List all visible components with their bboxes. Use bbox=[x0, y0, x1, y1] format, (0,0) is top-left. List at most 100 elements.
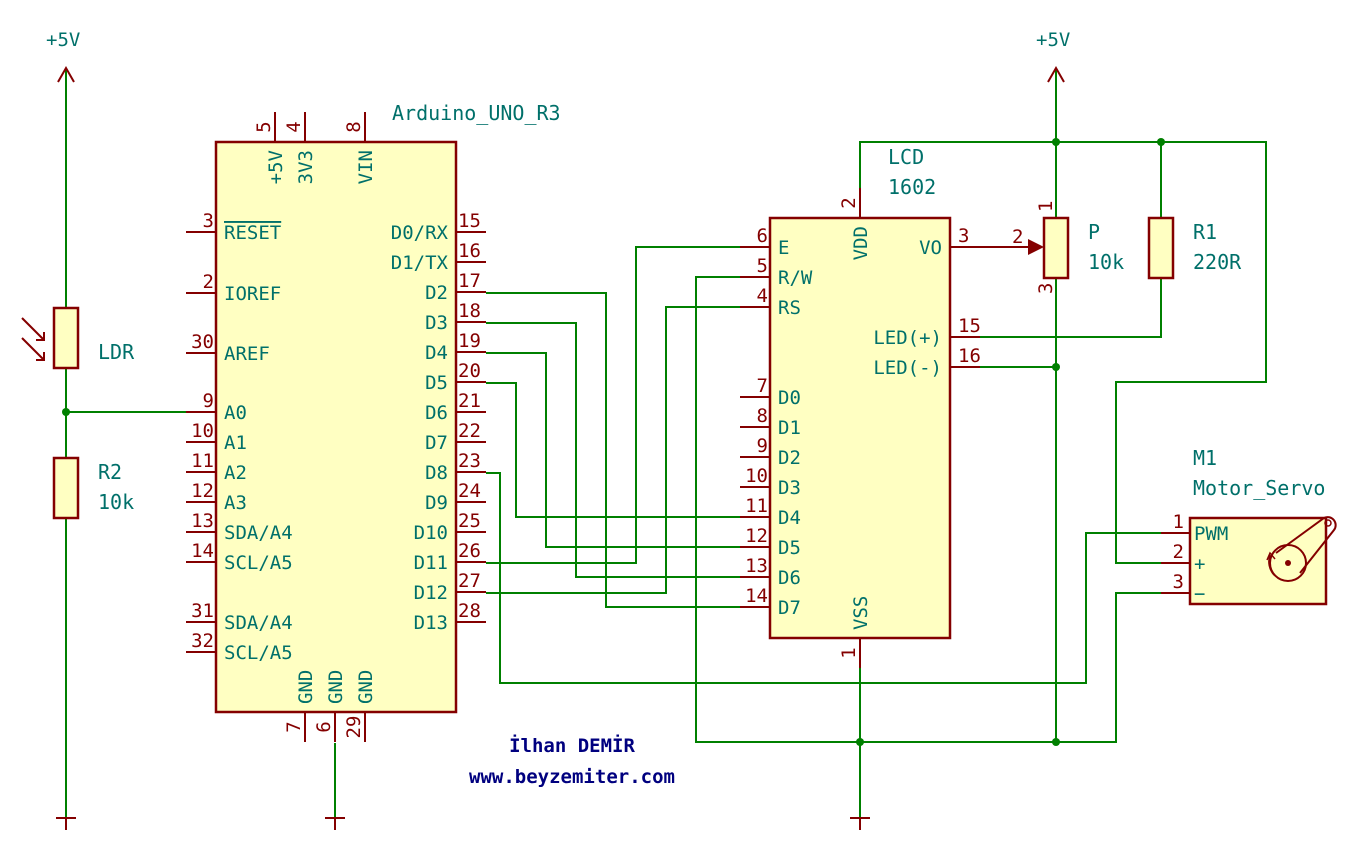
ldr-ref: LDR bbox=[98, 340, 135, 364]
r2-component: R2 10k bbox=[52, 456, 134, 520]
junction-dot bbox=[856, 738, 864, 746]
arduino-body bbox=[214, 140, 458, 714]
pin-name: SDA/A4 bbox=[224, 612, 293, 634]
pot-ref: P bbox=[1088, 220, 1100, 244]
r1-component: R1 220R bbox=[1147, 216, 1242, 280]
pin-number: 2 bbox=[838, 197, 860, 208]
lcd-pins: 6E5R/W4RS7D08D19D210D311D412D513D614D73V… bbox=[740, 188, 981, 668]
pin-name: D2 bbox=[425, 282, 448, 304]
pin-number: 1 bbox=[1035, 201, 1057, 212]
servo-ref: M1 bbox=[1193, 446, 1217, 470]
pin-name: D1 bbox=[778, 417, 801, 439]
power-label: +5V bbox=[1036, 29, 1070, 51]
pin-number: 4 bbox=[757, 285, 768, 307]
pin-number: 15 bbox=[958, 315, 981, 337]
ground-symbol-lcd bbox=[850, 817, 870, 830]
pin-number: 23 bbox=[458, 450, 481, 472]
pin-number: 29 bbox=[343, 716, 365, 739]
pin-number: 6 bbox=[757, 225, 768, 247]
pin-number: 12 bbox=[191, 480, 214, 502]
lcd-value: 1602 bbox=[888, 175, 936, 199]
pin-number: 3 bbox=[203, 210, 214, 232]
pin-name: D9 bbox=[425, 492, 448, 514]
pin-number: 10 bbox=[191, 420, 214, 442]
pin-number: 3 bbox=[1035, 283, 1057, 294]
website-credit: www.beyzemiter.com bbox=[469, 766, 675, 788]
r1-value: 220R bbox=[1193, 250, 1242, 274]
pin-number: 10 bbox=[745, 465, 768, 487]
ldr-component: LDR bbox=[21, 306, 135, 370]
pin-number: 30 bbox=[191, 331, 214, 353]
pin-name: VIN bbox=[355, 150, 377, 184]
pin-number: 3 bbox=[1173, 571, 1184, 593]
pin-name: D0/RX bbox=[391, 222, 449, 244]
pin-name: E bbox=[778, 237, 789, 259]
pin-number: 1 bbox=[1173, 511, 1184, 533]
pin-number: 24 bbox=[458, 480, 481, 502]
pin-number: 21 bbox=[458, 390, 481, 412]
pin-name: GND bbox=[355, 670, 377, 704]
pin-number: 25 bbox=[458, 510, 481, 532]
pin-number: 16 bbox=[458, 240, 481, 262]
r1-body bbox=[1147, 216, 1175, 280]
pin-number: 5 bbox=[757, 255, 768, 277]
r2-ref: R2 bbox=[98, 460, 122, 484]
pin-name: PWM bbox=[1194, 523, 1228, 545]
pin-name: D3 bbox=[425, 312, 448, 334]
pin-name: GND bbox=[295, 670, 317, 704]
pin-name: SCL/A5 bbox=[224, 552, 293, 574]
pin-number: 3 bbox=[958, 225, 969, 247]
pin-name: D12 bbox=[414, 582, 448, 604]
pin-name: − bbox=[1194, 583, 1205, 605]
pin-name: D3 bbox=[778, 477, 801, 499]
pin-name: D4 bbox=[778, 507, 801, 529]
pot-value: 10k bbox=[1088, 250, 1124, 274]
pin-number: 17 bbox=[458, 270, 481, 292]
junction-dot bbox=[62, 408, 70, 416]
pin-number: 14 bbox=[745, 585, 768, 607]
ground-symbol-ldr bbox=[56, 817, 76, 830]
power-5v-right: +5V bbox=[1036, 29, 1070, 83]
pin-name: RS bbox=[778, 297, 801, 319]
pin-name: D2 bbox=[778, 447, 801, 469]
pin-number: 27 bbox=[458, 570, 481, 592]
power-arrow-icon bbox=[1047, 65, 1065, 83]
pin-number: 18 bbox=[458, 300, 481, 322]
pin-number: 16 bbox=[958, 345, 981, 367]
pin-number: 4 bbox=[283, 121, 305, 132]
pin-name: D13 bbox=[414, 612, 448, 634]
pin-name: IOREF bbox=[224, 283, 281, 305]
pin-number: 31 bbox=[191, 600, 214, 622]
pin-number: 14 bbox=[191, 540, 214, 562]
pin-name: D7 bbox=[425, 432, 448, 454]
pin-name: +5V bbox=[265, 150, 287, 184]
pin-number: 9 bbox=[203, 390, 214, 412]
pin-name: VDD bbox=[850, 226, 872, 260]
potentiometer-component: 2 1 3 P 10k bbox=[980, 201, 1124, 294]
pin-number: 13 bbox=[191, 510, 214, 532]
pin-name: D5 bbox=[425, 372, 448, 394]
pin-number: 13 bbox=[745, 555, 768, 577]
pin-name: D10 bbox=[414, 522, 448, 544]
pin-number: 7 bbox=[757, 375, 768, 397]
pin-number: 11 bbox=[745, 495, 768, 517]
pin-name: LED(-) bbox=[873, 357, 942, 379]
pin-name: A3 bbox=[224, 492, 247, 514]
pin-number: 8 bbox=[343, 121, 365, 132]
pin-name: D4 bbox=[425, 342, 448, 364]
junction-dot bbox=[1052, 363, 1060, 371]
pin-name: R/W bbox=[778, 267, 813, 289]
power-arrow-icon bbox=[57, 65, 75, 83]
pin-name: D7 bbox=[778, 597, 801, 619]
wiper-arrow-icon bbox=[1028, 239, 1044, 255]
pin-name: A0 bbox=[224, 402, 247, 424]
pin-number: 6 bbox=[313, 721, 335, 732]
pin-number: 1 bbox=[838, 647, 860, 658]
lcd-ref: LCD bbox=[888, 145, 924, 169]
author-credit: İlhan DEMİR bbox=[509, 733, 635, 757]
pin-number: 8 bbox=[757, 405, 768, 427]
pin-name: D11 bbox=[414, 552, 448, 574]
power-label: +5V bbox=[46, 29, 80, 51]
